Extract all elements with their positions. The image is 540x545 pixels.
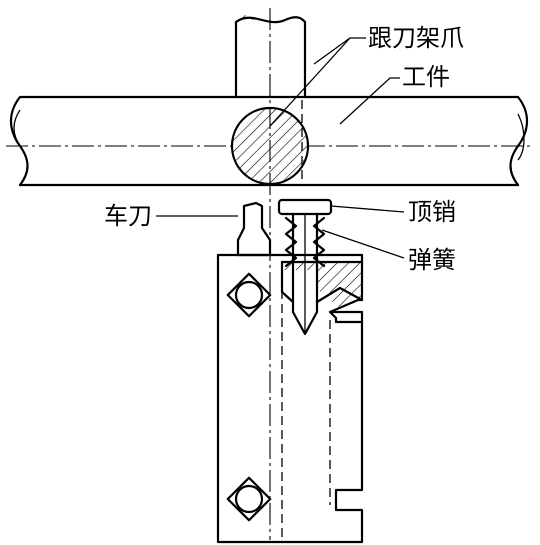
- screw-hole-upper: [226, 272, 272, 318]
- label-workpiece: 工件: [402, 63, 450, 91]
- screw-hole-lower: [226, 476, 272, 522]
- label-turning-tool: 车刀: [104, 202, 152, 230]
- label-steady-rest-jaw: 跟刀架爪: [368, 24, 464, 52]
- label-spring: 弹簧: [408, 246, 456, 274]
- leader-lines: [156, 37, 405, 259]
- steady-rest-jaw: [234, 15, 307, 99]
- turning-tool: [236, 201, 272, 257]
- tool-holder: [216, 253, 364, 544]
- label-ejector-pin: 顶销: [408, 198, 456, 226]
- spring: [284, 216, 326, 268]
